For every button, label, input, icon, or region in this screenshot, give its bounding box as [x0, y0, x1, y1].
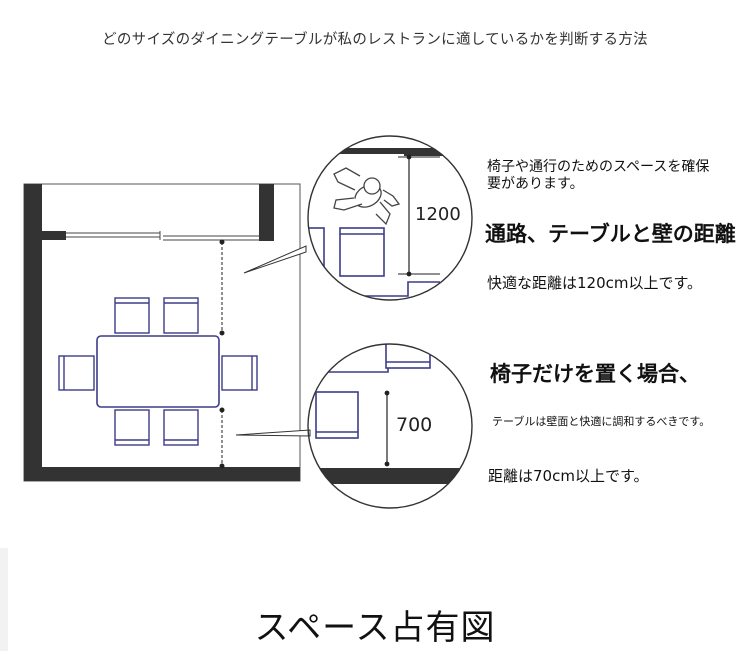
bottom-wall — [24, 467, 300, 481]
chair-bottom-left — [114, 409, 150, 446]
lower-note: 距離は70cm以上です。 — [488, 467, 649, 485]
chair-left — [58, 355, 95, 391]
floor-plan — [23, 183, 311, 482]
right-pillar — [259, 184, 274, 241]
edge-decoration — [0, 548, 8, 651]
chair-right — [221, 355, 258, 391]
chair-bottom-right — [163, 409, 199, 446]
upper-heading: 通路、テーブルと壁の距離 — [485, 222, 736, 246]
detail-circle-bottom — [307, 343, 473, 509]
dimension-label-1200: 1200 — [415, 204, 461, 225]
dimension-lines — [219, 239, 225, 469]
chairs — [58, 297, 258, 446]
room-outline — [23, 183, 301, 482]
upper-note: 快適な距離は120cm以上です。 — [487, 274, 702, 292]
footer-title: スペース占有図 — [254, 608, 496, 648]
upper-text-line2: 要があります。 — [487, 176, 584, 192]
wall-stub — [42, 231, 66, 240]
chair-top-left — [114, 297, 150, 334]
pointer-bottom — [235, 429, 311, 437]
left-wall — [24, 184, 42, 481]
page-title: どのサイズのダイニングテーブルが私のレストランに適しているかを判断する方法 — [102, 32, 648, 48]
lower-heading: 椅子だけを置く場合、 — [490, 362, 700, 386]
lower-small-text: テーブルは壁面と快適に調和するべきです。 — [492, 415, 711, 428]
person-icon — [333, 167, 401, 226]
pointer-top — [243, 245, 307, 274]
dining-table — [96, 335, 220, 408]
chair-top-right — [163, 297, 199, 334]
dimension-label-700: 700 — [396, 414, 433, 436]
upper-text-line1: 椅子や通行のためのスペースを確保 — [487, 159, 710, 175]
